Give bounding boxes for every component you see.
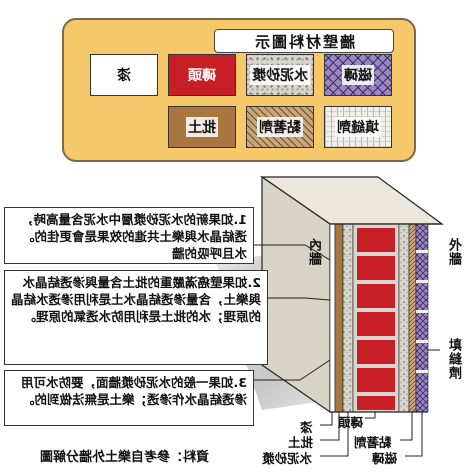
swatch-adhesive: 黏著劑 (246, 106, 314, 148)
grout-label: 填縫劑 (446, 338, 461, 380)
swatch-tile: 磁磚 (324, 54, 392, 96)
swatch-paint: 漆 (90, 54, 158, 96)
note-1-text: 1.如果新的水泥砂漿層中水泥含量高時，透結晶水與樂土共進的效果是會更佳的。水且呼… (21, 212, 247, 261)
swatch-brick: 磚頭 (168, 54, 236, 96)
label-mortar: 水泥砂漿 (262, 451, 313, 466)
layer-adhesive (408, 223, 417, 413)
swatch-grout: 填縫劑 (324, 106, 392, 148)
grout-lines (416, 250, 428, 373)
note-2: 2.如果壁癌滿嚴重的批土含量與滲透結晶水與樂土，含量滲透結晶水土是利用滲透水結晶… (4, 270, 268, 365)
swatch-mortar: 水泥砂漿 (246, 54, 314, 96)
outer-wall-label: 外牆 (446, 238, 461, 266)
note-1: 1.如果新的水泥砂漿層中水泥含量高時，透結晶水與樂土共進的效果是會更佳的。水且呼… (4, 207, 254, 264)
note-2-text: 2.如果壁癌滿嚴重的批土含量與滲透結晶水與樂土，含量滲透結晶水土是利用滲透水結晶… (10, 275, 261, 324)
note-3-text: 3.如果一般的水泥砂漿牆面，要防水可用滲透結晶水作滲透；樂土是無法做到的。 (21, 375, 247, 407)
inner-wall-label: 內牆 (306, 238, 321, 266)
brick-courses (357, 228, 395, 410)
layer-mortar-inner (342, 223, 354, 413)
swatch-plaster: 批土 (168, 106, 236, 148)
source-caption: 資料：參考自樂土外牆分解圖 (40, 450, 210, 465)
label-tile: 磁磚 (372, 451, 398, 466)
label-brick: 磚頭 (338, 415, 364, 430)
leader-lines (252, 244, 440, 457)
legend-panel: 牆壁材料圖示 漆 磚頭 水泥砂漿 磁磚 批土 黏著劑 填縫劑 (62, 18, 416, 162)
layer-mortar-outer (398, 223, 410, 413)
note-3: 3.如果一般的水泥砂漿牆面，要防水可用滲透結晶水作滲透；樂土是無法做到的。 (4, 370, 254, 426)
layer-plaster (334, 223, 344, 413)
layer-paint (329, 223, 336, 413)
